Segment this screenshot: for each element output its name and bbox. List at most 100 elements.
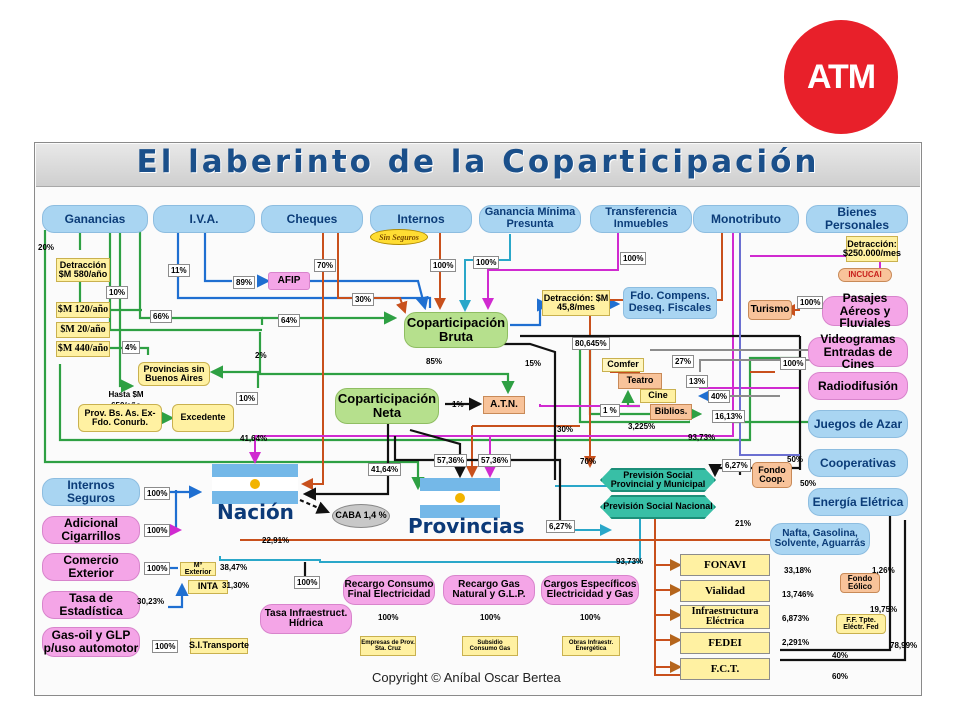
node-monotributo[interactable]: Monotributo — [693, 205, 799, 233]
node-incucai[interactable]: INCUCAI — [838, 268, 892, 282]
node-subsidio-gas[interactable]: Subsidio Consumo Gas — [462, 636, 518, 656]
node-fct[interactable]: F.C.T. — [680, 658, 770, 680]
pct-100-internos: 100% — [430, 259, 457, 272]
pct-100-rc: 100% — [378, 613, 399, 622]
node-detraccion-250[interactable]: Detracción: $250.000/mes — [843, 236, 901, 262]
pct-100-pasajes: 100% — [797, 296, 824, 309]
node-ff-tpte[interactable]: F.F. Tpte. Eléctr. Fed — [836, 614, 886, 634]
pct-100-int-seg: 100% — [144, 487, 171, 500]
pct-16-13: 16,13% — [712, 410, 746, 423]
diagram-title: El laberinto de la Coparticipación — [136, 144, 820, 180]
pct-93-73-juegos: 93,73% — [688, 433, 716, 442]
node-fondo-coop[interactable]: Fondo Coop. — [752, 462, 792, 488]
pct-64: 64% — [278, 314, 301, 327]
pct-100-adic: 100% — [144, 524, 171, 537]
pct-50-a: 50% — [787, 455, 804, 464]
pct-40: 40% — [708, 390, 731, 403]
badge-sin-seguros: Sin Seguros — [370, 229, 428, 245]
pct-13-746: 13,746% — [782, 590, 814, 599]
node-s-transporte[interactable]: S.I.Transporte — [189, 638, 249, 654]
node-adicional-cig[interactable]: Adicional Cigarrillos — [42, 516, 140, 544]
node-turismo[interactable]: Turismo — [748, 300, 792, 320]
node-energia[interactable]: Energía Elétrica — [808, 488, 908, 516]
node-fonavi[interactable]: FONAVI — [680, 554, 770, 576]
node-obras-infra[interactable]: Obras Infraestr. Energética — [562, 636, 620, 656]
node-caba[interactable]: CABA 1,4 % — [332, 504, 390, 528]
pct-13: 13% — [686, 375, 709, 388]
node-comercio-ext[interactable]: Comercio Exterior — [42, 553, 140, 581]
node-tasa-est[interactable]: Tasa de Estadística — [42, 591, 140, 619]
pct-60-fct: 60% — [832, 672, 849, 681]
node-internos[interactable]: Internos — [370, 205, 472, 233]
pct-6-27-coop: 6,27% — [722, 459, 751, 472]
node-bienes[interactable]: Bienes Personales — [806, 205, 908, 233]
pct-57-36-atn: 57,36% — [478, 454, 512, 467]
node-excedente[interactable]: Excedente — [172, 404, 234, 432]
node-nafta[interactable]: Nafta, Gasolina, Solvente, Aguarrás — [770, 523, 870, 555]
pct-3-225: 3,225% — [628, 422, 656, 431]
node-fdo-compens[interactable]: Fdo. Compens. Deseq. Fiscales — [623, 287, 717, 319]
node-sm-120[interactable]: $M 120/año — [56, 302, 110, 318]
node-sm-440[interactable]: $M 440/año — [56, 341, 110, 357]
node-afip[interactable]: AFIP — [268, 272, 310, 290]
pct-66: 66% — [150, 310, 173, 323]
pct-93-73-comb: 93,73% — [616, 557, 644, 566]
pct-6-27-prev: 6,27% — [546, 520, 575, 533]
node-transferencia[interactable]: Transferencia Inmuebles — [590, 205, 692, 233]
pct-57-36-neta: 57,36% — [434, 454, 468, 467]
pct-70-mono: 70% — [580, 457, 597, 466]
node-cheques[interactable]: Cheques — [261, 205, 363, 233]
node-cargos-esp[interactable]: Cargos Específicos Electricidad y Gas — [541, 575, 639, 605]
node-atn[interactable]: A.T.N. — [483, 396, 525, 414]
node-internos-seguros[interactable]: Internos Seguros — [42, 478, 140, 506]
node-detraccion-580[interactable]: Detracción $M 580/año — [56, 258, 110, 282]
node-prev-nac[interactable]: Previsión Social Nacional — [600, 495, 716, 519]
pct-100-rg: 100% — [480, 613, 501, 622]
pct-1: 1% — [452, 400, 464, 409]
node-fedei[interactable]: FEDEI — [680, 632, 770, 654]
node-radiodifusion[interactable]: Radiodifusión — [808, 372, 908, 400]
node-juegos[interactable]: Juegos de Azar — [808, 410, 908, 438]
pct-20: 20% — [38, 243, 55, 252]
node-comfer[interactable]: Comfer — [602, 358, 644, 372]
node-prev-prov[interactable]: Previsión Social Provincial y Municipal — [600, 468, 716, 492]
pct-31-30: 31,30% — [222, 581, 250, 590]
node-gasoil[interactable]: Gas-oil y GLP p/uso automotor — [42, 627, 140, 657]
node-prov-sin-bsas[interactable]: Provincias sin Buenos Aires — [138, 362, 210, 386]
node-tasa-infra[interactable]: Tasa Infraestruct. Hídrica — [260, 604, 352, 634]
node-detraccion-458[interactable]: Detracción: $M 45,8/mes — [542, 290, 610, 316]
node-videogramas[interactable]: Videogramas Entradas de Cines — [808, 333, 908, 371]
pct-2: 2% — [255, 351, 267, 360]
node-recargo-gas[interactable]: Recargo Gas Natural y G.L.P. — [443, 575, 535, 605]
node-iva[interactable]: I.V.A. — [153, 205, 255, 233]
node-teatro[interactable]: Teatro — [618, 373, 662, 389]
node-ganancia-minima[interactable]: Ganancia Mínima Presunta — [479, 205, 581, 233]
pct-33-18: 33,18% — [784, 566, 812, 575]
node-inta[interactable]: INTA — [188, 580, 228, 594]
pct-4: 4% — [122, 341, 140, 354]
node-fondo-eolico[interactable]: Fondo Eólico — [840, 573, 880, 593]
pct-6-873: 6,873% — [782, 614, 810, 623]
node-ganancias[interactable]: Ganancias — [42, 205, 148, 233]
node-infraestructura[interactable]: Infraestructura Eléctrica — [680, 605, 770, 629]
pct-19-75: 19,75% — [870, 605, 898, 614]
node-m-exterior[interactable]: Mº Exterior — [180, 562, 216, 576]
node-empresas-prov[interactable]: Empresas de Prov. Sta. Cruz — [360, 636, 416, 656]
node-prov-bs-as[interactable]: Prov. Bs. As. Ex-Fdo. Conurb. — [78, 404, 162, 432]
node-cooperativas[interactable]: Cooperativas — [808, 449, 908, 477]
pct-21: 21% — [735, 519, 752, 528]
node-pasajes[interactable]: Pasajes Aéreos y Fluviales — [822, 292, 908, 330]
node-sm-20[interactable]: $M 20/año — [56, 322, 110, 338]
title-banner — [36, 144, 920, 187]
node-vialidad[interactable]: Vialidad — [680, 580, 770, 602]
node-recargo-consumo[interactable]: Recargo Consumo Final Electricidad — [343, 575, 435, 605]
pct-1-26: 1,26% — [872, 566, 895, 575]
pct-100-video: 100% — [780, 357, 807, 370]
pct-100-comext: 100% — [144, 562, 171, 575]
pct-30-23: 30,23% — [137, 597, 165, 606]
node-copart-bruta[interactable]: Coparticipación Bruta — [404, 312, 508, 348]
node-cine[interactable]: Cine — [640, 389, 676, 403]
pct-89: 89% — [233, 276, 256, 289]
node-copart-neta[interactable]: Coparticipación Neta — [335, 388, 439, 424]
node-biblios[interactable]: Biblios. — [650, 404, 692, 420]
